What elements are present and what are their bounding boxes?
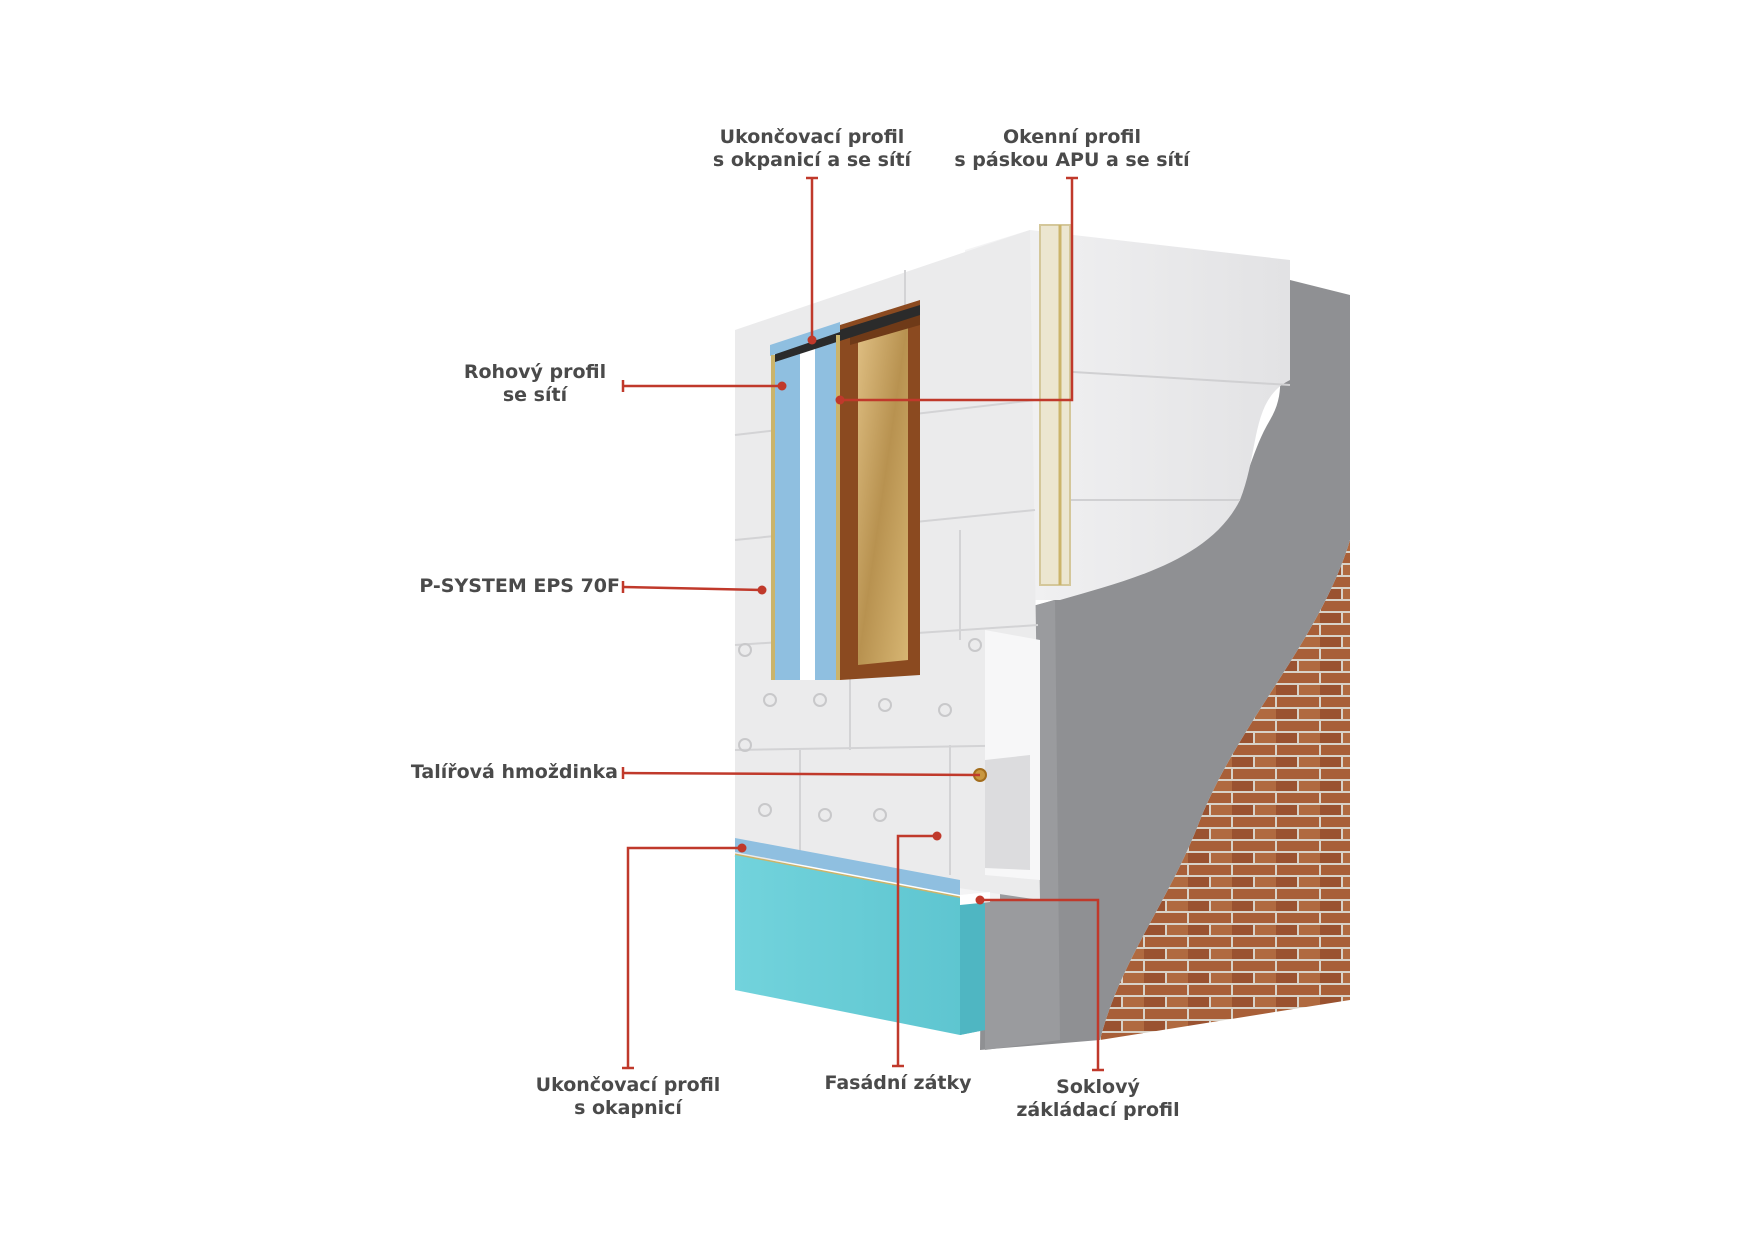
leader-facade-plugs <box>896 834 937 1066</box>
label-bottom-profile-drip-line1: Ukončovací profil <box>535 1074 721 1096</box>
label-corner-profile: Rohový profil se sítí <box>455 361 615 407</box>
label-plinth-profile-line1: Soklový <box>1056 1076 1140 1098</box>
label-facade-plugs-line1: Fasádní zátky <box>824 1072 972 1094</box>
label-corner-profile-line2: se sítí <box>502 384 568 406</box>
label-top-profile-drip-line1: Ukončovací profil <box>719 126 905 148</box>
label-window-profile-line2: s páskou APU a se sítí <box>954 149 1190 171</box>
xps-plinth <box>735 855 990 1035</box>
label-window-profile-line1: Okenní profil <box>1003 126 1141 148</box>
leader-plinth-profile <box>980 898 1100 1070</box>
leader-bottom-profile-drip <box>626 846 742 1068</box>
leader-dots <box>737 335 985 905</box>
label-corner-profile-line1: Rohový profil <box>463 361 607 383</box>
label-plinth-profile-line2: zákládací profil <box>1016 1099 1180 1121</box>
leader-lines <box>621 176 1104 1072</box>
label-anchor-line1: Talířová hmoždinka <box>410 761 618 783</box>
label-facade-plugs: Fasádní zátky <box>808 1072 988 1095</box>
label-plinth-profile: Soklový zákládací profil <box>1008 1076 1188 1122</box>
label-top-profile-drip-line2: s okpanicí a se sítí <box>712 149 912 171</box>
leader-anchor <box>622 771 981 777</box>
leader-eps-board <box>622 585 763 592</box>
leader-window-profile <box>840 178 1074 402</box>
side-reveal <box>985 630 1040 880</box>
label-eps-board: P-SYSTEM EPS 70F <box>410 575 620 598</box>
window <box>770 300 920 680</box>
brick-wall <box>1100 540 1350 1040</box>
label-bottom-profile-drip-line2: s okapnicí <box>574 1097 682 1119</box>
label-top-profile-drip: Ukončovací profil s okpanicí a se sítí <box>712 126 912 172</box>
label-anchor: Talířová hmoždinka <box>400 761 618 784</box>
label-window-profile: Okenní profil s páskou APU a se sítí <box>952 126 1192 172</box>
label-bottom-profile-drip: Ukončovací profil s okapnicí <box>528 1074 728 1120</box>
label-eps-board-line1: P-SYSTEM EPS 70F <box>419 575 620 597</box>
